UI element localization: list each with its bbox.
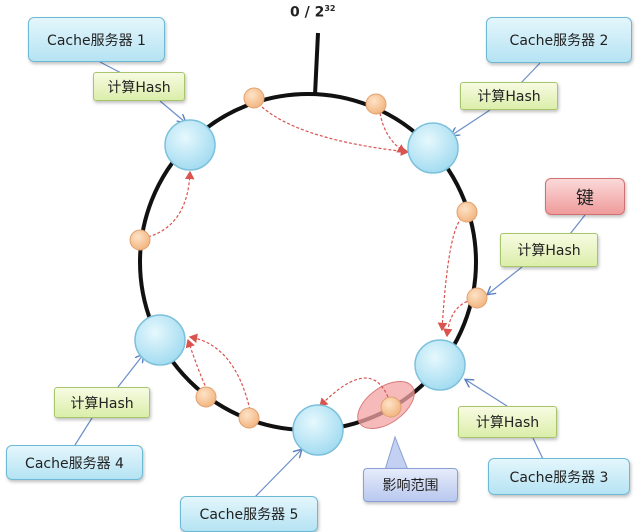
ring-label-base: 0 / 2 — [290, 4, 325, 21]
key-node — [456, 201, 478, 223]
key-node — [238, 407, 260, 429]
key-node — [195, 386, 217, 408]
compute-hash-label-2: 计算Hash — [460, 82, 558, 110]
key-node — [365, 93, 387, 115]
compute-hash-label-1: 计算Hash — [93, 72, 185, 101]
compute-hash-label-key: 计算Hash — [500, 233, 598, 267]
server-node-4 — [134, 314, 186, 366]
key-node — [243, 87, 265, 109]
server-node-5 — [292, 404, 344, 456]
cache-server-1-label: Cache服务器 1 — [28, 17, 165, 62]
cache-server-2-label: Cache服务器 2 — [486, 17, 632, 63]
compute-hash-label-3: 计算Hash — [458, 406, 557, 438]
impact-range-label: 影响范围 — [363, 468, 458, 502]
impact-callout-pointer — [384, 435, 409, 471]
mapping-arrows — [147, 106, 473, 411]
ring-label-exponent: 32 — [324, 4, 336, 13]
key-node — [129, 229, 151, 251]
connectors — [74, 61, 586, 503]
server-node-3 — [414, 339, 466, 391]
cache-server-3-label: Cache服务器 3 — [488, 458, 630, 495]
ring-origin-label: 0 / 232 — [290, 4, 335, 21]
server-node-1 — [164, 119, 216, 171]
compute-hash-label-4: 计算Hash — [54, 387, 150, 418]
cache-server-5-label: Cache服务器 5 — [180, 496, 318, 532]
cache-server-4-label: Cache服务器 4 — [6, 445, 143, 480]
key-label: 键 — [545, 178, 625, 215]
server-node-2 — [407, 122, 459, 174]
ring-origin-tick — [313, 32, 320, 96]
key-node — [380, 396, 402, 418]
key-node — [466, 287, 488, 309]
